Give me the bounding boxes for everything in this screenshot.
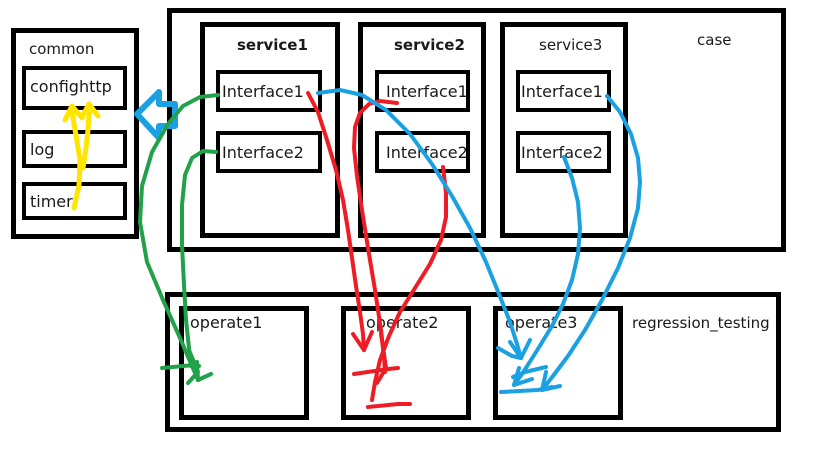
box-operate3-label: operate3 bbox=[505, 313, 578, 332]
container-service3-label: service3 bbox=[539, 36, 603, 54]
container-common-label: common bbox=[29, 40, 95, 58]
box-service3-interface2-label: Interface2 bbox=[521, 143, 603, 162]
container-case-label: case bbox=[697, 31, 732, 49]
container-service2 bbox=[358, 22, 486, 238]
container-regression-testing-label: regression_testing bbox=[632, 314, 770, 332]
box-operate2-label: operate2 bbox=[366, 313, 439, 332]
box-confighttp-label: confighttp bbox=[30, 77, 112, 96]
box-service1-interface2-label: Interface2 bbox=[222, 143, 304, 162]
box-service1-interface1-label: Interface1 bbox=[222, 82, 304, 101]
box-service2-interface2-label: Interface2 bbox=[386, 143, 468, 162]
container-service3 bbox=[500, 22, 628, 238]
container-service1 bbox=[200, 22, 340, 238]
container-service1-label: service1 bbox=[237, 36, 308, 54]
box-service2-interface1-label: Interface1 bbox=[386, 82, 468, 101]
box-service3-interface1-label: Interface1 bbox=[521, 82, 603, 101]
container-service2-label: service2 bbox=[394, 36, 465, 54]
box-operate1-label: operate1 bbox=[190, 313, 263, 332]
box-timer-label: timer bbox=[30, 192, 73, 211]
box-log-label: log bbox=[30, 140, 55, 159]
